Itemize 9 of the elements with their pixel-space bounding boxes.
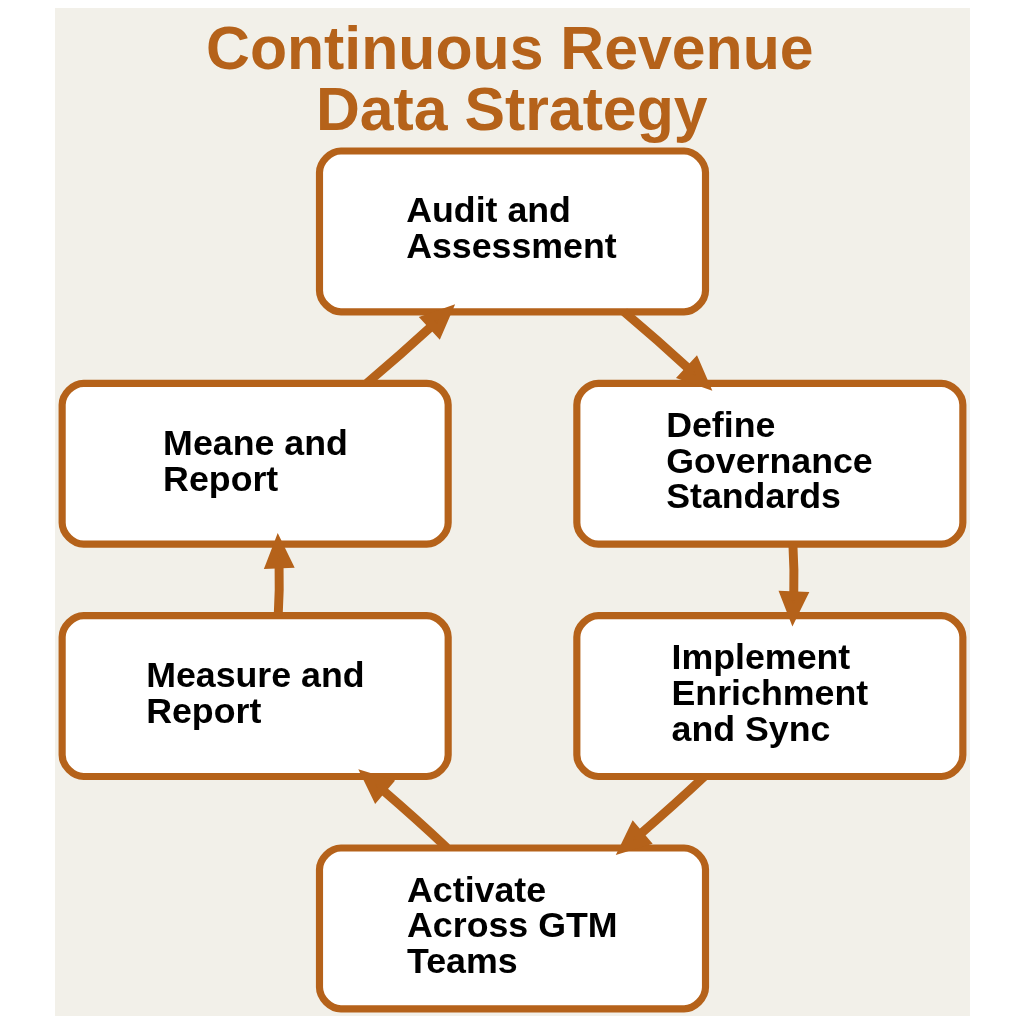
node-box: Measure and Report (58, 612, 452, 781)
node-box: Define Governance Standards (572, 379, 966, 548)
arrow (620, 308, 712, 391)
node-box: Implement Enrichment and Sync (572, 612, 966, 781)
node-box: Audit and Assessment (315, 147, 709, 316)
node-box: Activate Across GTM Teams (315, 844, 709, 1013)
arrow (778, 544, 809, 627)
node-box: Meane and Report (58, 379, 452, 548)
diagram-title: Continuous Revenue Data Strategy (205, 14, 814, 143)
